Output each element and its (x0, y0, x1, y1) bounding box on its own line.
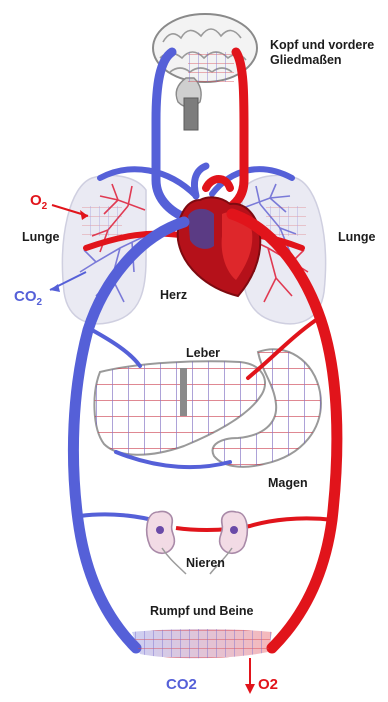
hepatic-vein (92, 330, 140, 366)
o2-in-label-sub: 2 (42, 201, 48, 212)
o2-bottom-label: O2 (258, 676, 278, 693)
co2-out-label-base: CO (14, 288, 37, 305)
o2-out-arrowhead (245, 684, 255, 694)
renal-artery (176, 518, 334, 530)
co2-out-label: CO2 (14, 288, 42, 311)
heart-label: Herz (160, 288, 187, 303)
co2-bottom-label: CO2 (166, 676, 197, 693)
lung-left-label: Lunge (22, 230, 60, 245)
kidneys-label: Nieren (186, 556, 225, 571)
liver-label: Leber (186, 346, 220, 361)
stomach-label: Magen (268, 476, 308, 491)
o2-in-label-base: O (30, 192, 42, 209)
head-capillaries (188, 52, 234, 82)
trunk-capillaries (132, 629, 272, 658)
head-label-line2: Gliedmaßen (270, 53, 374, 68)
co2-out-label-sub: 2 (37, 297, 43, 308)
lung-right-label: Lunge (338, 230, 376, 245)
trunk-legs-label: Rumpf und Beine (150, 604, 253, 619)
head-label: Kopf und vordere Gliedmaßen (270, 38, 374, 68)
head-label-line1: Kopf und vordere (270, 38, 374, 53)
o2-in-label: O2 (30, 192, 47, 215)
